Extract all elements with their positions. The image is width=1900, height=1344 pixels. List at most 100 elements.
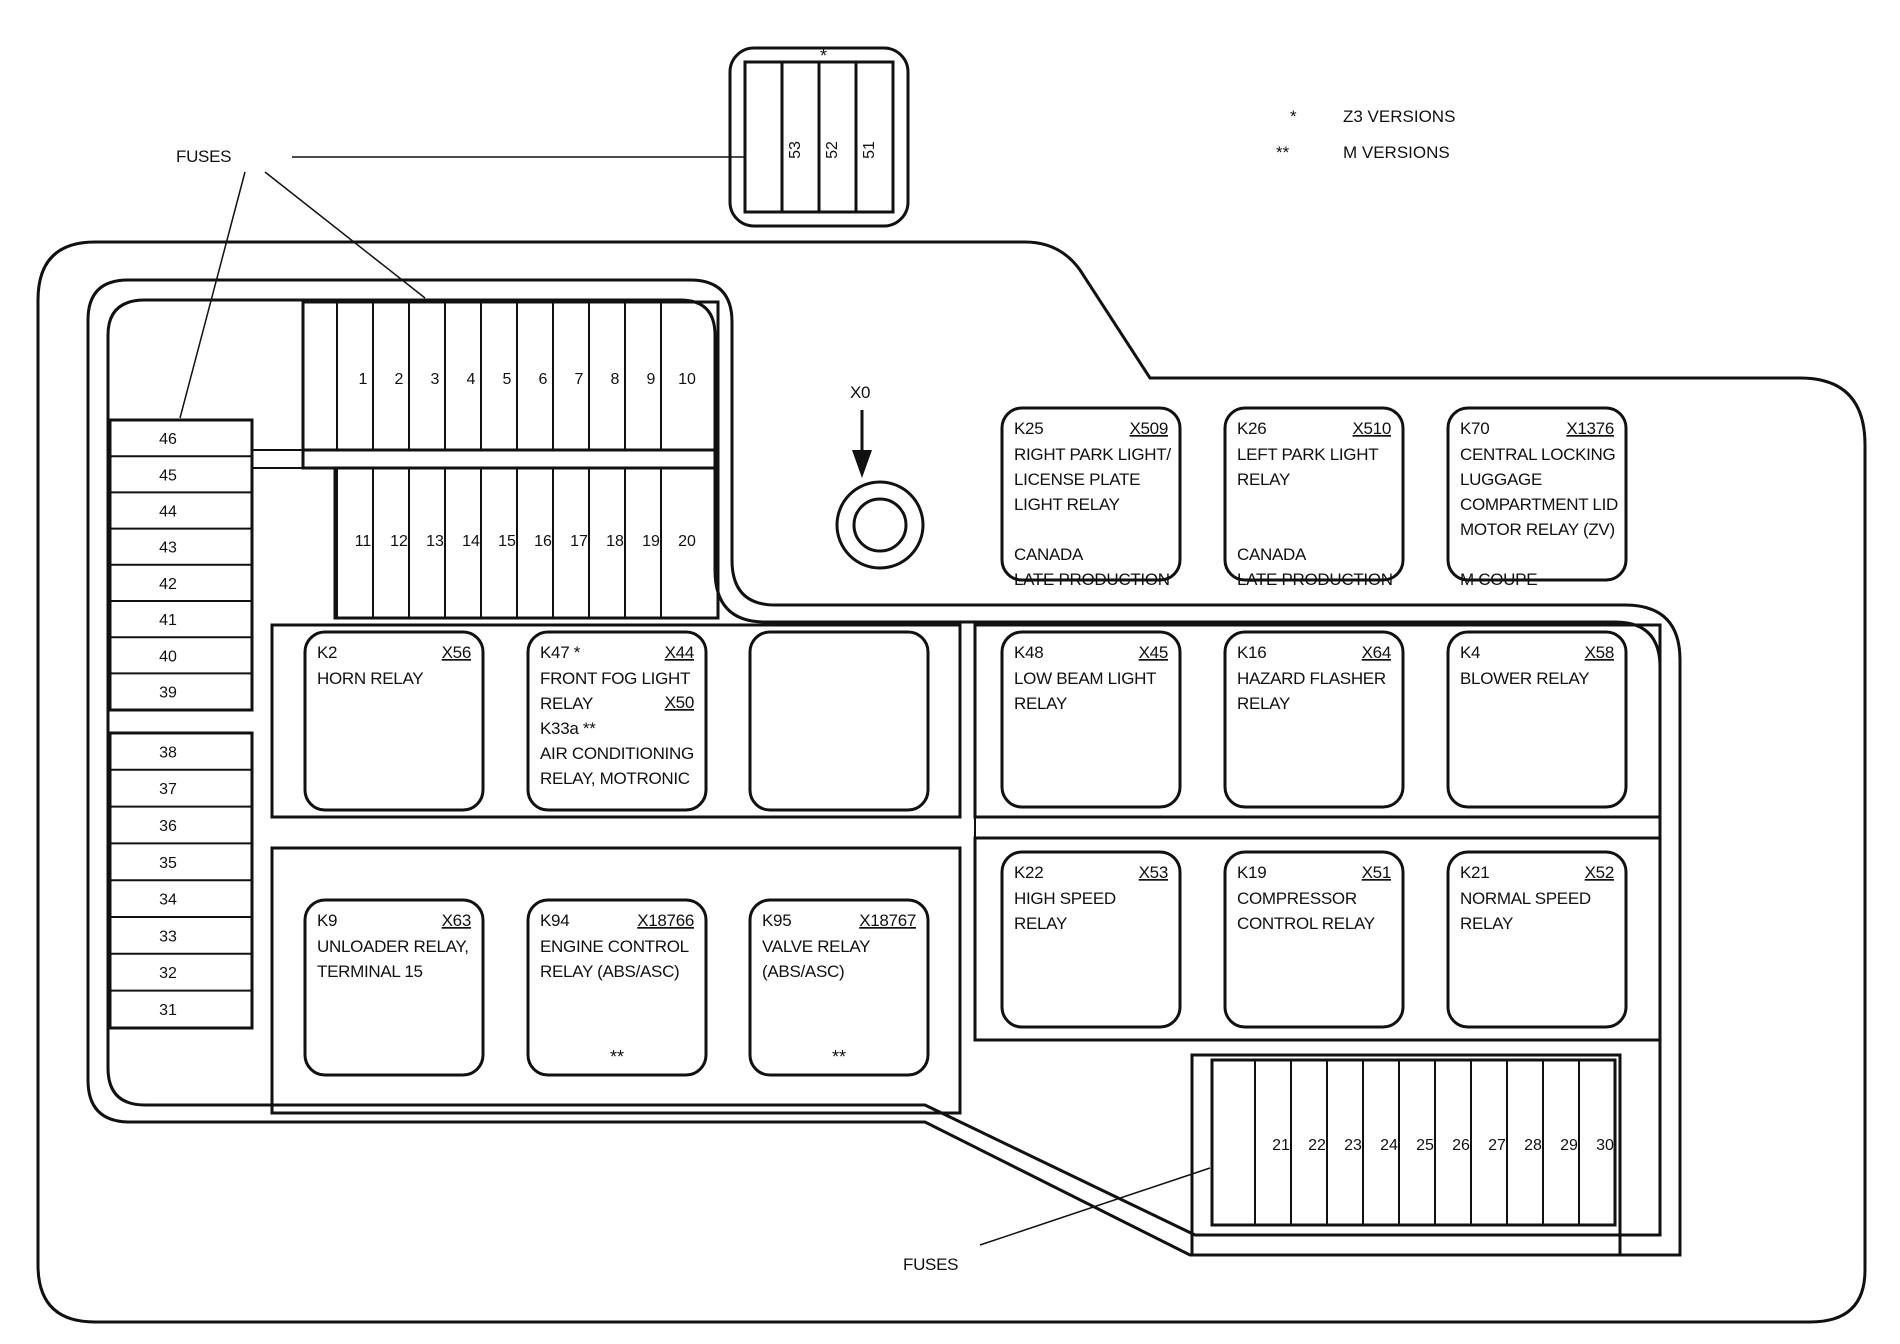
relay-k70 xyxy=(1446,406,1628,582)
relay-desc-line: K33a ** xyxy=(540,719,596,738)
relay-k19 xyxy=(1223,850,1405,1029)
relay-desc-line: NORMAL SPEED xyxy=(1460,889,1591,908)
relay-connector: X53 xyxy=(1139,863,1168,882)
fuse-26: 26 xyxy=(1452,1137,1470,1154)
relay-panel-lower xyxy=(270,846,962,1115)
fuses-leader-bottom xyxy=(979,1167,1211,1246)
relay-k9 xyxy=(303,898,485,1077)
fuse-13: 13 xyxy=(426,533,444,550)
fuses-leader-left xyxy=(179,171,246,419)
relay-connector: X510 xyxy=(1352,419,1391,438)
relay-desc-line: MOTOR RELAY (ZV) xyxy=(1460,520,1615,539)
fuse-9: 9 xyxy=(647,371,656,388)
relay-connector: X18767 xyxy=(859,911,916,930)
fuse-18: 18 xyxy=(606,533,624,550)
relay-panel-right-lower xyxy=(973,836,1662,1042)
relay-id: K25 xyxy=(1014,419,1043,438)
legend-star-1: * xyxy=(1290,107,1297,126)
relay-connector: X18766 xyxy=(637,911,694,930)
relay-id: K4 xyxy=(1460,643,1480,662)
relay-id: K48 xyxy=(1014,643,1043,662)
bottom-fuse-block xyxy=(1190,1053,1622,1257)
relay-k47 xyxy=(526,630,708,812)
relay-desc-line: CENTRAL LOCKING xyxy=(1460,445,1615,464)
relay-connector: X52 xyxy=(1585,863,1614,882)
legend-text-2: M VERSIONS xyxy=(1343,143,1450,162)
fuse-27: 27 xyxy=(1488,1137,1506,1154)
relay-desc-line: LOW BEAM LIGHT xyxy=(1014,669,1156,688)
fuse-33: 33 xyxy=(159,928,177,945)
relay-desc-line: RELAY (ABS/ASC) xyxy=(540,962,679,981)
fuse-7: 7 xyxy=(575,371,584,388)
legend-text-1: Z3 VERSIONS xyxy=(1343,107,1455,126)
fuses-label-top: FUSES xyxy=(176,147,231,166)
relay-desc-line: LATE PRODUCTION xyxy=(1237,570,1393,589)
relay-connector: X509 xyxy=(1129,419,1168,438)
relay-desc-line: HIGH SPEED xyxy=(1014,889,1116,908)
relay-k4 xyxy=(1446,630,1628,809)
relay-connector-2: X50 xyxy=(665,693,694,712)
fuse-4: 4 xyxy=(467,371,476,388)
x0-connector-outer xyxy=(835,480,925,570)
relay-desc-line: COMPARTMENT LID xyxy=(1460,495,1618,514)
relay-id: K2 xyxy=(317,643,337,662)
relay-panel-middle xyxy=(270,623,962,819)
relay-desc-line: LUGGAGE xyxy=(1460,470,1542,489)
fuse-2: 2 xyxy=(395,371,404,388)
relay-connector: X58 xyxy=(1585,643,1614,662)
fuse-16: 16 xyxy=(534,533,552,550)
inner-rail-inner xyxy=(106,298,1662,1237)
relay-k2 xyxy=(303,630,485,812)
fuse-10: 10 xyxy=(678,371,696,388)
relay-connector: X64 xyxy=(1362,643,1391,662)
fuse-45: 45 xyxy=(159,467,177,484)
fuse-5: 5 xyxy=(503,371,512,388)
relay-id: K94 xyxy=(540,911,569,930)
relay-k94 xyxy=(526,898,708,1077)
fuse-11: 11 xyxy=(355,533,372,550)
relay-desc-line: RELAY xyxy=(1460,914,1513,933)
fuse-43: 43 xyxy=(159,540,177,557)
relay-connector: X51 xyxy=(1362,863,1391,882)
relay-desc-line: UNLOADER RELAY, xyxy=(317,937,469,956)
fuse-35: 35 xyxy=(159,855,177,872)
relay-empty-slot xyxy=(748,630,930,812)
fuse-52: 52 xyxy=(824,141,841,159)
fuse-20: 20 xyxy=(678,533,696,550)
fuse-21: 21 xyxy=(1272,1137,1290,1154)
relay-desc-line: FRONT FOG LIGHT xyxy=(540,669,690,688)
relay-id: K47 * xyxy=(540,643,581,662)
relay-k22 xyxy=(1000,850,1182,1029)
fuse-14: 14 xyxy=(462,533,480,550)
relay-desc-line: CANADA xyxy=(1014,545,1084,564)
fuse-29: 29 xyxy=(1560,1137,1578,1154)
relay-k48 xyxy=(1000,630,1182,809)
relay-id: K19 xyxy=(1237,863,1266,882)
fuse-42: 42 xyxy=(159,576,177,593)
relay-desc-line: BLOWER RELAY xyxy=(1460,669,1589,688)
fuse-3: 3 xyxy=(431,371,440,388)
relay-desc-line: RIGHT PARK LIGHT/ xyxy=(1014,445,1171,464)
fuse-36: 36 xyxy=(159,818,177,835)
fuse-39: 39 xyxy=(159,685,177,702)
relay-desc-line: HAZARD FLASHER xyxy=(1237,669,1386,688)
fuse-12: 12 xyxy=(390,533,408,550)
fuses-label-bottom: FUSES xyxy=(903,1255,958,1274)
relay-connector: X63 xyxy=(442,911,471,930)
relay-desc-line: LATE PRODUCTION xyxy=(1014,570,1170,589)
relay-k25 xyxy=(1000,406,1182,582)
fuse-32: 32 xyxy=(159,965,177,982)
relay-desc-line: RELAY xyxy=(540,694,593,713)
fuse-22: 22 xyxy=(1308,1137,1326,1154)
relay-connector: X56 xyxy=(442,643,471,662)
relay-desc-line: CANADA xyxy=(1237,545,1307,564)
top-block-star: * xyxy=(820,46,827,66)
fuse-25: 25 xyxy=(1416,1137,1434,1154)
relay-id: K16 xyxy=(1237,643,1266,662)
relay-desc-line: RELAY xyxy=(1237,470,1290,489)
relay-id: K95 xyxy=(762,911,791,930)
fuse-24: 24 xyxy=(1380,1137,1398,1154)
relay-desc-line: HORN RELAY xyxy=(317,669,423,688)
fuse-31: 31 xyxy=(159,1002,177,1019)
